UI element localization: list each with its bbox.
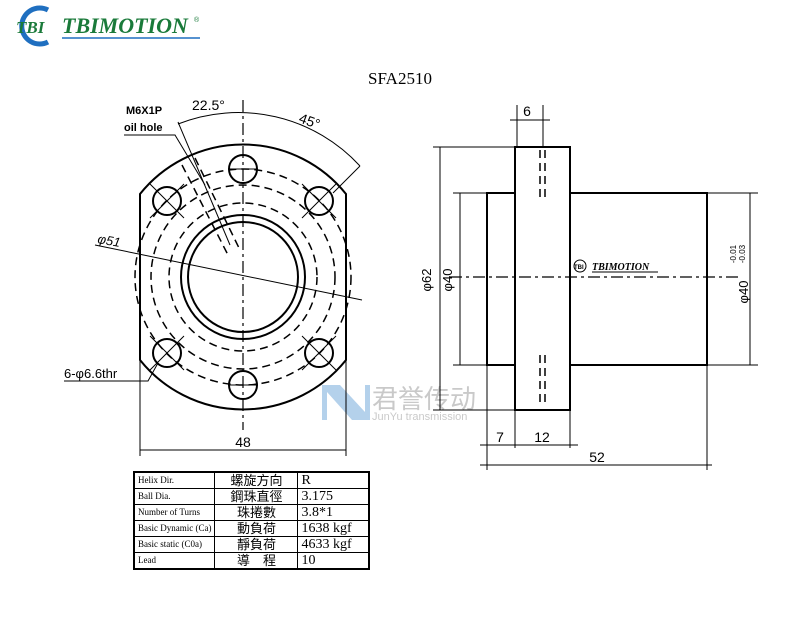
spec-value: 3.8*1	[297, 504, 370, 521]
spec-label-cn: 動負荷	[214, 520, 299, 537]
spec-value: 3.175	[297, 488, 370, 505]
mounting-holes	[149, 154, 337, 400]
bolt-circle-label: φ51	[96, 231, 121, 250]
spec-label-cn: 鋼珠直徑	[214, 488, 299, 505]
flange-dia-dimension: φ62	[419, 269, 434, 292]
oil-hole-thread-label: M6X1P	[126, 105, 162, 117]
body-dia-right-dimension: φ40	[736, 281, 751, 304]
logo-mark: TBI	[16, 18, 46, 37]
width-dimension: 48	[235, 434, 251, 450]
spec-value: 4633 kgf	[297, 536, 370, 553]
drawing-title: SFA2510	[368, 69, 432, 88]
spec-label-cn: 靜負荷	[214, 536, 299, 553]
front-view: 22.5° 45° M6X1P oil hole φ51 6-φ6.6thr 4…	[64, 97, 363, 456]
spec-value: 10	[297, 552, 370, 570]
spec-label-en: Basic static (C0a)	[133, 536, 216, 553]
tolerance-lower: -0.03	[738, 244, 747, 263]
watermark-cn: 君誉传动	[372, 384, 476, 414]
oil-hole-label: oil hole	[124, 122, 163, 134]
spec-label-cn: 導 程	[214, 552, 299, 570]
angle-45-label: 45°	[297, 110, 322, 132]
body-dia-left-dimension: φ40	[440, 269, 455, 292]
tolerance-upper: -0.01	[729, 244, 738, 263]
side-view: TBI TBIMOTION 6 φ62 φ40 φ40 -0.01 -0.03 …	[419, 103, 758, 470]
spec-value: 1638 kgf	[297, 520, 370, 537]
angle-22-5-label: 22.5°	[192, 97, 225, 113]
spec-label-en: Helix Dir.	[133, 471, 216, 489]
spec-label-cn: 珠捲數	[214, 504, 299, 521]
logo-brand: TBIMOTION	[62, 13, 189, 38]
spec-value: R	[297, 471, 370, 489]
spec-label-en: Basic Dynamic (Ca)	[133, 520, 216, 537]
logo-ring-icon	[19, 5, 50, 47]
flange-thickness-dimension: 6	[523, 103, 531, 119]
tbi-logo: TBI TBIMOTION ®	[16, 5, 200, 47]
spec-label-en: Number of Turns	[133, 504, 216, 521]
svg-text:TBI: TBI	[574, 265, 584, 271]
watermark: 君誉传动 JunYu transmission	[322, 384, 476, 423]
offset-dimension: 7	[496, 429, 504, 445]
watermark-en: JunYu transmission	[372, 411, 467, 423]
body-logo: TBI TBIMOTION	[573, 259, 658, 273]
body-logo-text: TBIMOTION	[592, 262, 650, 273]
spec-label-en: Ball Dia.	[133, 488, 216, 505]
spec-label-en: Lead	[133, 552, 216, 570]
length-dimension: 52	[589, 449, 605, 465]
logo-registered: ®	[194, 16, 200, 24]
flange-width-dimension: 12	[534, 429, 550, 445]
spec-label-cn: 螺旋方向	[214, 471, 299, 489]
mounting-holes-label: 6-φ6.6thr	[64, 366, 118, 381]
